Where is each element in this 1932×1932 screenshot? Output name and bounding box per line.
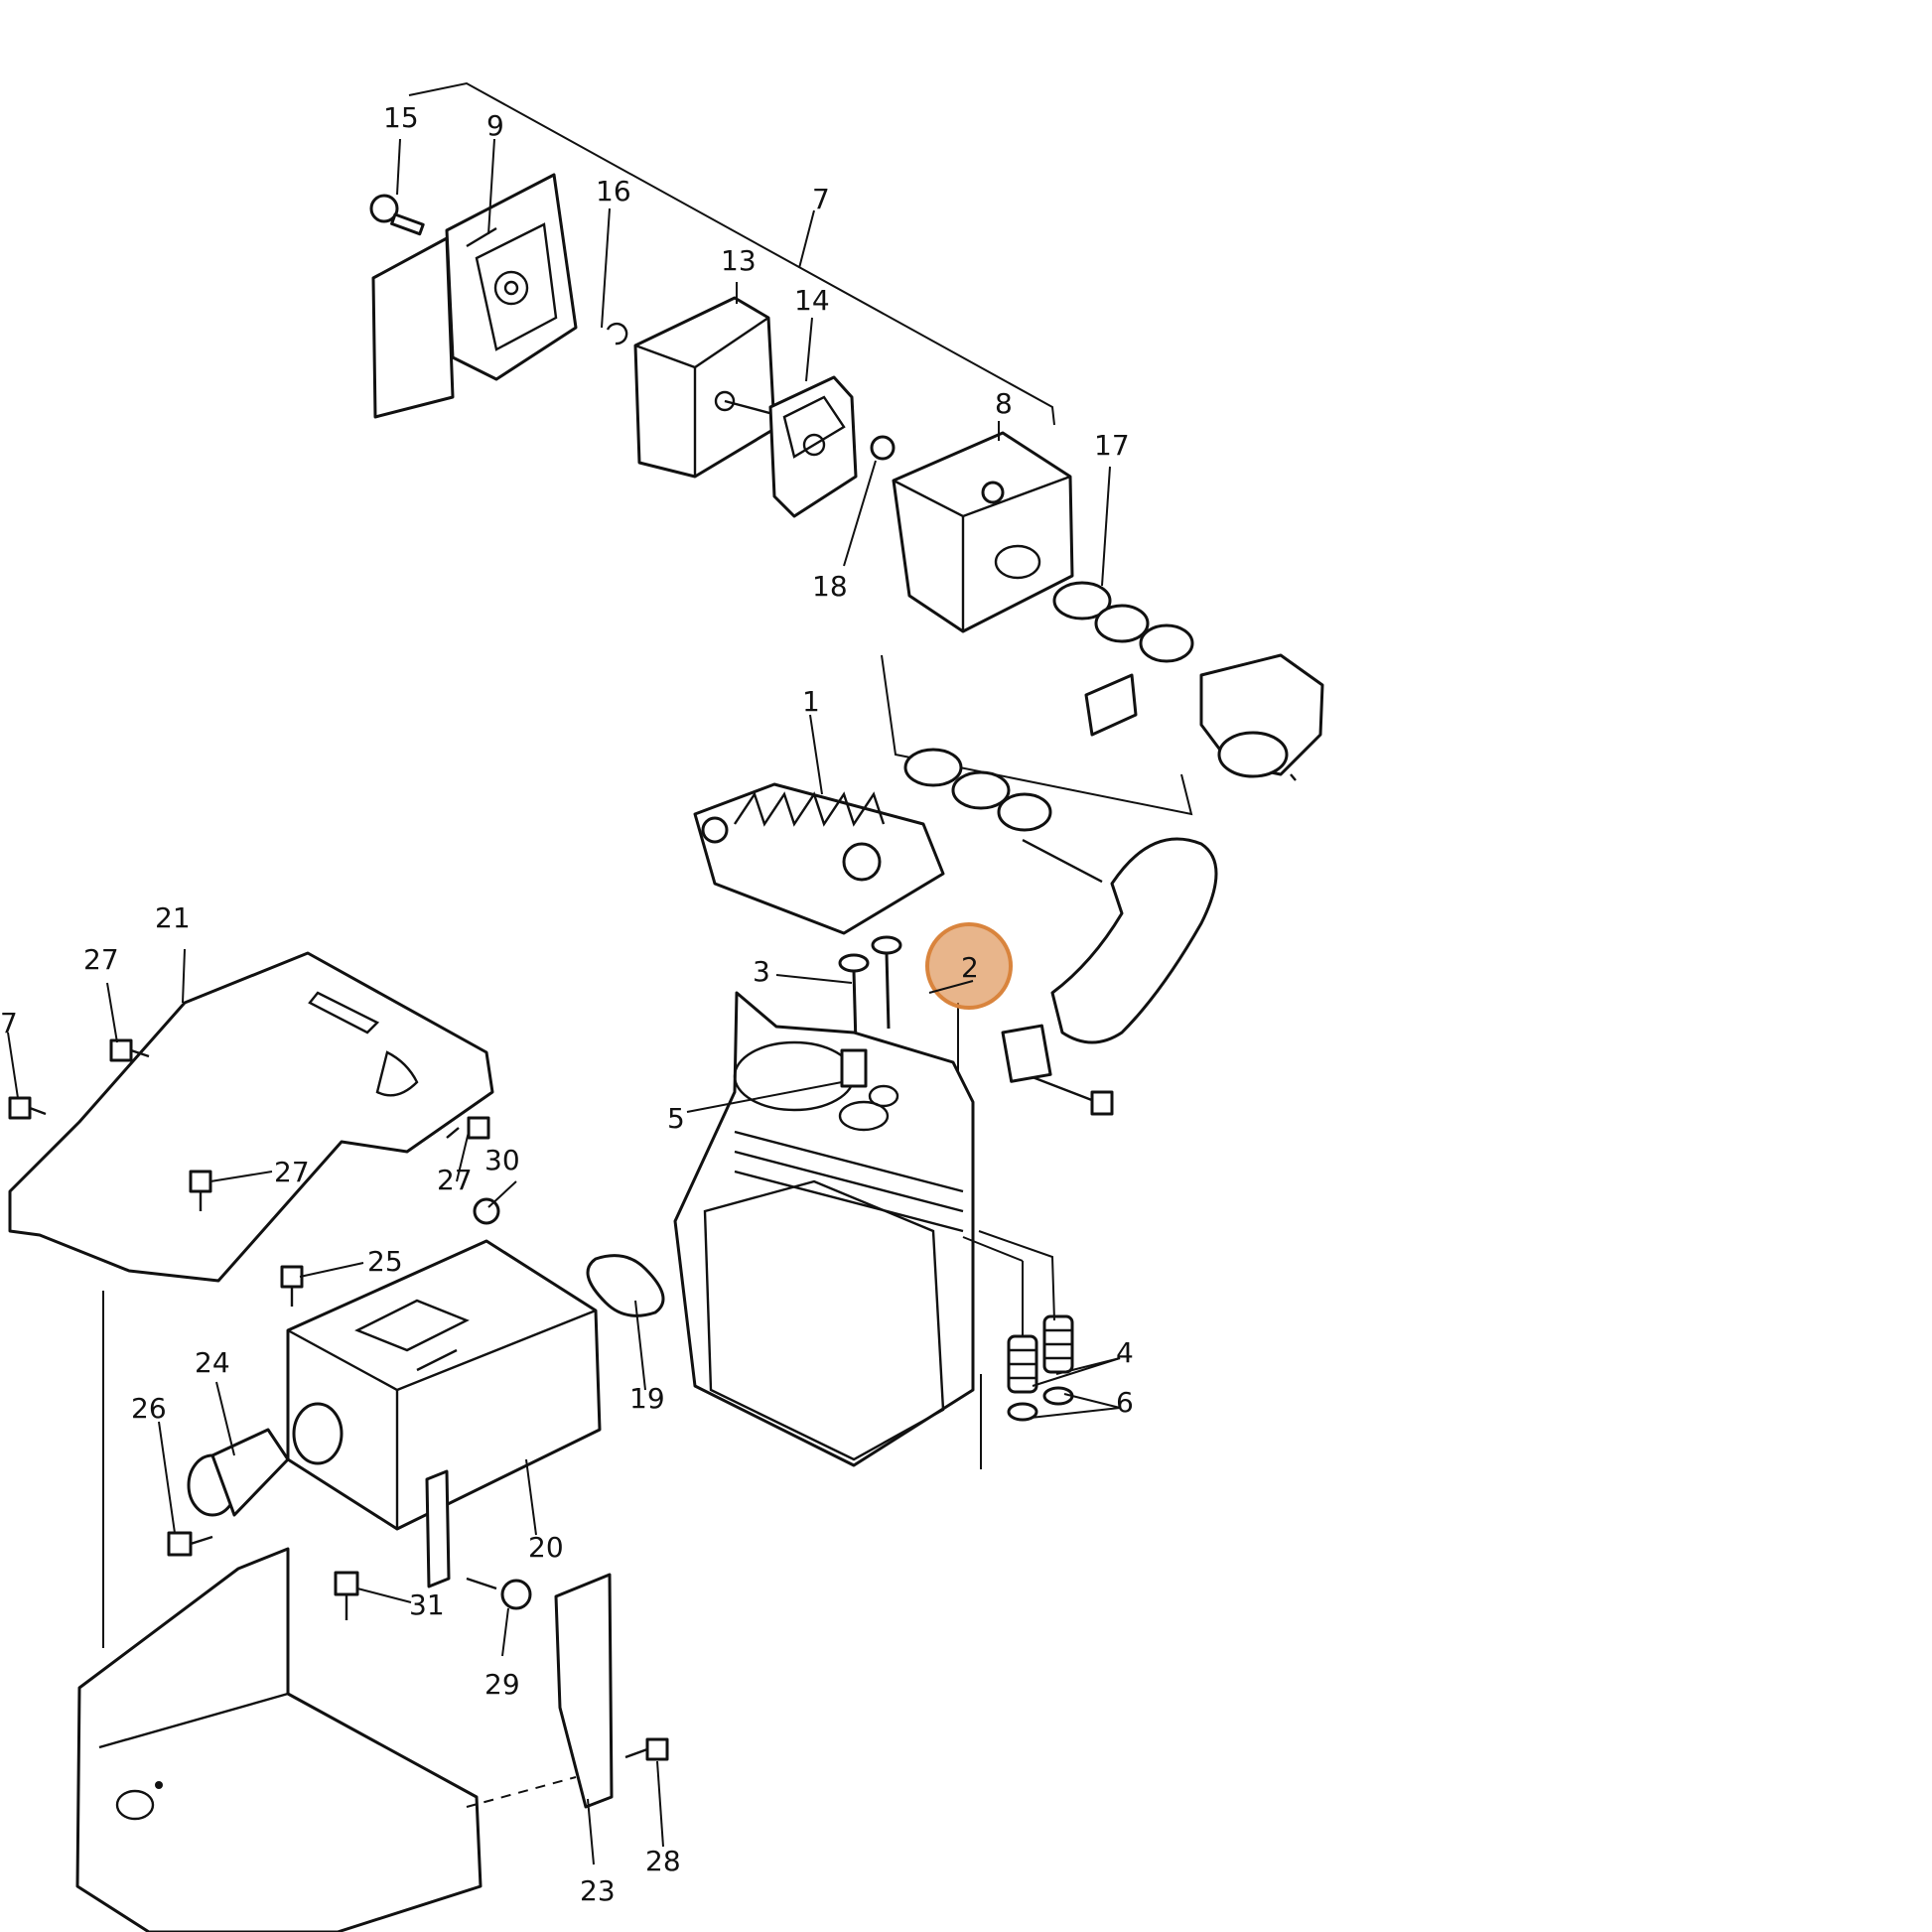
callout-4[interactable]: 4 [1116, 1336, 1134, 1369]
part-8-air-cleaner-base[interactable] [892, 431, 1074, 633]
callout-2[interactable]: 2 [961, 951, 979, 984]
callout-1[interactable]: 1 [802, 685, 820, 718]
part-4-valve-springs[interactable] [1007, 1314, 1074, 1394]
callout-21[interactable]: 21 [155, 901, 191, 934]
callout-30[interactable]: 30 [484, 1144, 520, 1176]
callout-23[interactable]: 23 [580, 1874, 616, 1907]
callout-6[interactable]: 6 [1116, 1386, 1134, 1419]
callout-7-edge[interactable]: 7 [0, 1007, 18, 1039]
part-6-retainer-b[interactable] [1042, 1386, 1074, 1406]
part-18-grommet[interactable] [870, 435, 896, 461]
part-6-retainer-a[interactable] [1007, 1402, 1038, 1422]
part-27-screw-b[interactable] [8, 1096, 47, 1120]
part-25-screw[interactable] [280, 1265, 304, 1307]
part-24-spark-arrester[interactable] [187, 1428, 290, 1517]
callout-29[interactable]: 29 [484, 1668, 520, 1701]
callout-3[interactable]: 3 [753, 955, 770, 988]
callout-19[interactable]: 19 [629, 1382, 665, 1415]
part-15-screw[interactable] [369, 194, 425, 236]
part-29-screw[interactable] [466, 1577, 532, 1610]
part-28-screw[interactable] [624, 1737, 669, 1761]
callout-31[interactable]: 31 [409, 1588, 445, 1621]
callout-20[interactable]: 20 [528, 1531, 564, 1564]
lower-shroud[interactable] [75, 1547, 483, 1932]
part-14-gasket[interactable] [768, 375, 858, 518]
intake-gasket-c[interactable] [997, 792, 1052, 832]
callout-27-b[interactable]: 27 [274, 1156, 310, 1188]
callout-17[interactable]: 17 [1094, 429, 1130, 462]
callout-8[interactable]: 8 [995, 387, 1013, 420]
part-2-valve[interactable] [871, 935, 902, 1030]
intake-gasket-a[interactable] [903, 748, 963, 787]
part-31-screw[interactable] [334, 1571, 359, 1620]
part-16-clip[interactable] [606, 322, 628, 345]
muffler-bracket[interactable] [425, 1469, 451, 1588]
part-27-screw-a[interactable] [109, 1038, 150, 1062]
part-30-nut[interactable] [473, 1197, 500, 1225]
callout-27-c[interactable]: 27 [437, 1164, 473, 1196]
part-27-screw-c[interactable] [189, 1170, 212, 1211]
callout-25[interactable]: 25 [367, 1245, 403, 1278]
callout-16[interactable]: 16 [596, 175, 631, 207]
callout-27-a[interactable]: 27 [83, 943, 119, 976]
callout-18[interactable]: 18 [812, 570, 848, 603]
part-1-cylinder-head[interactable] [693, 782, 945, 935]
callout-28[interactable]: 28 [645, 1845, 681, 1877]
callout-13[interactable]: 13 [721, 244, 757, 277]
part-21-upper-shroud[interactable] [8, 951, 494, 1283]
part-9-air-cleaner-cover[interactable] [371, 173, 578, 419]
part-19-exhaust-gasket[interactable] [586, 1254, 665, 1317]
air-cleaner-assembly [369, 81, 1324, 781]
part-23-side-plate[interactable] [554, 1573, 614, 1809]
callout-9[interactable]: 9 [486, 109, 504, 142]
intake-gasket-b[interactable] [951, 770, 1011, 810]
intake-pipe[interactable] [1001, 837, 1218, 1116]
callout-24[interactable]: 24 [195, 1346, 230, 1379]
part-26-screw[interactable] [167, 1531, 213, 1557]
callout-15[interactable]: 15 [383, 101, 419, 134]
cylinder-head-group [673, 654, 1218, 1469]
callout-26[interactable]: 26 [131, 1392, 167, 1425]
callout-5[interactable]: 5 [667, 1102, 685, 1135]
callout-14[interactable]: 14 [794, 284, 830, 317]
part-13-air-filter-element[interactable] [633, 296, 785, 479]
part-17-carburetor-gaskets[interactable] [1052, 581, 1194, 737]
muffler-shroud-group [8, 951, 669, 1932]
part-27-screw-d[interactable] [446, 1116, 490, 1140]
engine-block[interactable] [673, 991, 975, 1467]
carburetor[interactable] [1199, 653, 1324, 781]
callout-labels: 15 9 16 7 13 14 8 17 18 1 3 2 5 4 6 21 2… [0, 101, 1134, 1907]
callout-7[interactable]: 7 [812, 183, 830, 215]
callout-leaders [7, 138, 1121, 1865]
